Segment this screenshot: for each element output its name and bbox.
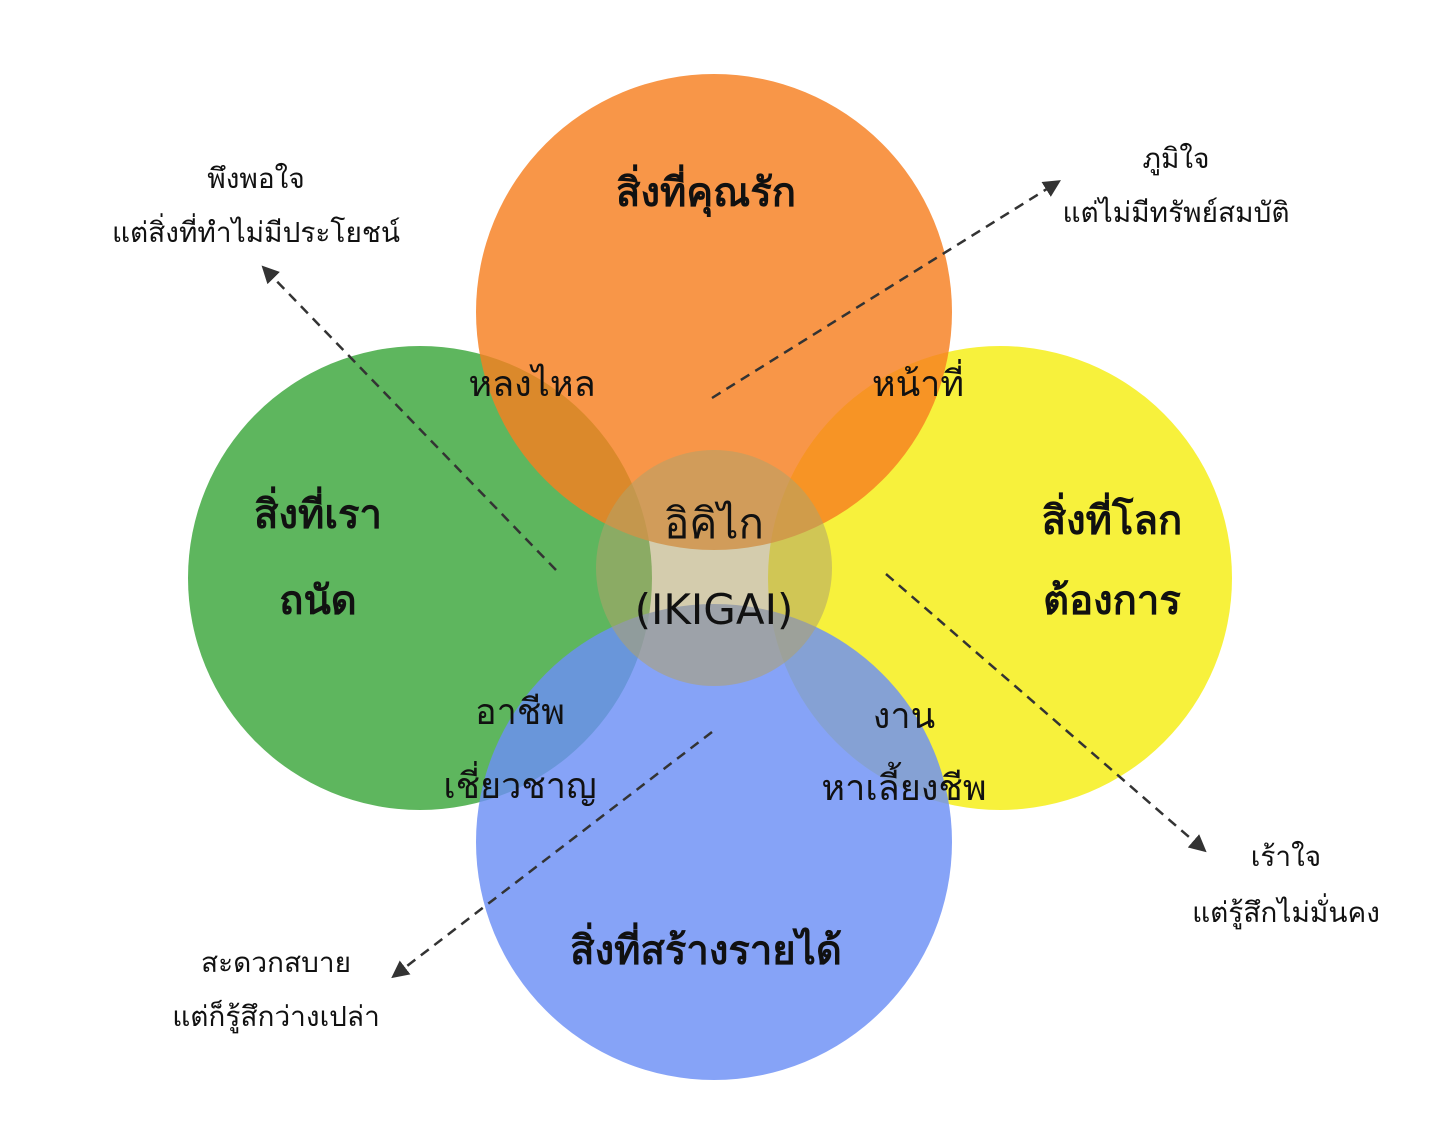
note-top-left-line2: แต่สิ่งที่ทำไม่มีประโยชน์ <box>112 213 400 249</box>
label-good-at-line2: ถนัด <box>279 578 357 624</box>
label-passion: หลงไหล <box>468 363 595 405</box>
label-profession-line2: เชี่ยวชาญ <box>443 761 596 807</box>
label-world-needs-line2: ต้องการ <box>1043 578 1181 624</box>
label-mission: หน้าที่ <box>872 359 964 405</box>
label-profession-line1: อาชีพ <box>475 692 565 733</box>
label-ikigai-thai: อิคิไก <box>664 499 764 548</box>
label-good-at-line1: สิ่งที่เรา <box>254 486 382 538</box>
label-world-needs-line1: สิ่งที่โลก <box>1042 492 1183 544</box>
note-top-right-line2: แต่ไม่มีทรัพย์สมบัติ <box>1062 196 1289 229</box>
arrow-bottom-right <box>885 573 1207 853</box>
note-top-left-line1: พึงพอใจ <box>207 162 304 195</box>
arrow-top-left <box>261 265 557 571</box>
circle-love <box>476 74 952 550</box>
label-ikigai-english: (IKIGAI) <box>635 585 794 634</box>
label-love: สิ่งที่คุณรัก <box>616 164 796 218</box>
label-vocation-line2: หาเลี้ยงชีพ <box>821 761 986 809</box>
label-paid-for: สิ่งที่สร้างรายได้ <box>570 922 842 974</box>
note-bottom-right-line2: แต่รู้สึกไม่มั่นคง <box>1192 893 1380 930</box>
note-bottom-left-line2: แต่ก็รู้สึกว่างเปล่า <box>172 999 380 1034</box>
note-top-right-line1: ภูมิใจ <box>1143 142 1210 176</box>
circle-ikigai-center <box>596 450 832 686</box>
label-vocation-line1: งาน <box>873 696 935 737</box>
note-bottom-left-line1: สะดวกสบาย <box>201 946 351 979</box>
circle-paid-for <box>476 604 952 1080</box>
note-bottom-right-line1: เร้าใจ <box>1251 840 1321 873</box>
